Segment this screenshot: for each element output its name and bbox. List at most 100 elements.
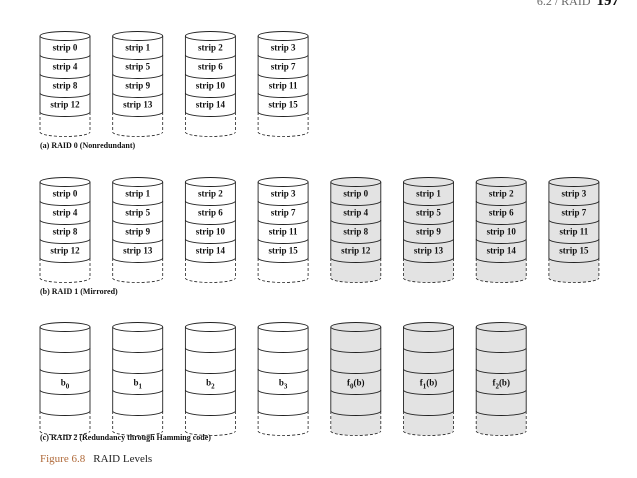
strip-label: strip 13 xyxy=(123,100,153,110)
raid1-caption: (b) RAID 1 (Mirrored) xyxy=(40,287,118,296)
strip-label: strip 14 xyxy=(196,100,226,110)
disk-body xyxy=(185,182,236,283)
strip-label: strip 4 xyxy=(343,208,368,218)
strip-label: strip 0 xyxy=(343,189,368,199)
strip-label: strip 6 xyxy=(489,208,514,218)
strip-label: strip 4 xyxy=(53,62,78,72)
band-separator xyxy=(257,92,309,98)
band-separator xyxy=(112,238,164,244)
band-separator xyxy=(257,238,309,244)
disk-body xyxy=(258,36,309,137)
band-separator xyxy=(403,410,454,416)
band-separator xyxy=(184,238,236,244)
bit-label: f2(b) xyxy=(492,378,510,391)
band-separator xyxy=(475,238,527,244)
bit-label: f0(b) xyxy=(347,378,365,391)
band-separator xyxy=(39,73,91,79)
strip-label: strip 9 xyxy=(125,227,150,237)
band-separator xyxy=(257,257,309,263)
disk-dashed-base xyxy=(39,277,91,283)
strip-label: strip 4 xyxy=(53,208,78,218)
band-separator xyxy=(39,92,91,98)
raid0-caption: (a) RAID 0 (Nonredundant) xyxy=(40,141,136,150)
disk-body xyxy=(112,182,163,283)
disk-top xyxy=(112,322,164,332)
band-separator xyxy=(184,347,236,353)
disk-dashed-base xyxy=(548,277,600,283)
strip-label: strip 1 xyxy=(125,43,150,53)
band-separator xyxy=(257,368,309,374)
disk: b0 xyxy=(39,322,91,436)
disk-top xyxy=(330,177,382,187)
band-separator xyxy=(39,54,91,60)
strip-label: strip 5 xyxy=(125,208,150,218)
disk-dashed-base xyxy=(475,430,527,436)
disk: f2(b) xyxy=(475,322,527,436)
disk-body xyxy=(40,327,90,436)
disk-dashed-base xyxy=(185,277,236,283)
disk-dashed-base xyxy=(185,430,236,436)
band-separator xyxy=(257,219,309,225)
strip-label: strip 2 xyxy=(198,43,223,53)
disk-dashed-base xyxy=(403,430,454,436)
band-separator xyxy=(403,389,454,395)
band-separator xyxy=(330,219,382,225)
strip-label: strip 14 xyxy=(196,246,226,256)
strip-label: strip 3 xyxy=(562,189,587,199)
disk-top xyxy=(403,177,454,187)
disk-top xyxy=(548,177,600,187)
running-head-text: 6.2 / RAID xyxy=(536,0,591,8)
disk-body xyxy=(403,327,454,436)
band-separator xyxy=(330,368,382,374)
band-separator xyxy=(257,73,309,79)
band-separator xyxy=(330,238,382,244)
band-separator xyxy=(475,257,527,263)
strip-label: strip 8 xyxy=(343,227,368,237)
strip-label: strip 12 xyxy=(50,100,80,110)
band-separator xyxy=(112,73,164,79)
strip-label: strip 9 xyxy=(416,227,441,237)
band-separator xyxy=(403,347,454,353)
strip-label: strip 11 xyxy=(269,227,298,237)
band-separator xyxy=(39,219,91,225)
strip-label: strip 13 xyxy=(414,246,444,256)
band-separator xyxy=(112,347,164,353)
strip-label: strip 7 xyxy=(271,208,296,218)
band-separator xyxy=(257,389,309,395)
band-separator xyxy=(112,368,164,374)
band-separator xyxy=(475,219,527,225)
strip-label: strip 8 xyxy=(53,227,78,237)
band-separator xyxy=(475,410,527,416)
disk-dashed-base xyxy=(112,277,164,283)
strip-label: strip 12 xyxy=(50,246,80,256)
band-separator xyxy=(475,368,527,374)
strip-label: strip 1 xyxy=(125,189,150,199)
page-number: 197 xyxy=(596,0,620,9)
band-separator xyxy=(39,347,91,353)
strip-label: strip 11 xyxy=(560,227,589,237)
band-separator xyxy=(548,200,600,206)
strip-label: strip 15 xyxy=(268,246,298,256)
strip-label: strip 7 xyxy=(271,62,296,72)
band-separator xyxy=(257,410,309,416)
band-separator xyxy=(184,257,236,263)
strip-label: strip 5 xyxy=(125,62,150,72)
band-separator xyxy=(39,389,91,395)
strip-label: strip 0 xyxy=(53,43,78,53)
disk-dashed-base xyxy=(403,277,454,283)
disk-dashed-base xyxy=(330,430,382,436)
band-separator xyxy=(112,410,164,416)
disk-top xyxy=(403,322,454,332)
disk-body xyxy=(40,182,90,283)
band-separator xyxy=(112,54,164,60)
disk-body xyxy=(185,36,236,137)
disk-top xyxy=(112,177,164,187)
disk-body xyxy=(112,36,163,137)
disk-body xyxy=(330,182,381,283)
band-separator xyxy=(112,389,164,395)
strip-label: strip 10 xyxy=(196,81,226,91)
